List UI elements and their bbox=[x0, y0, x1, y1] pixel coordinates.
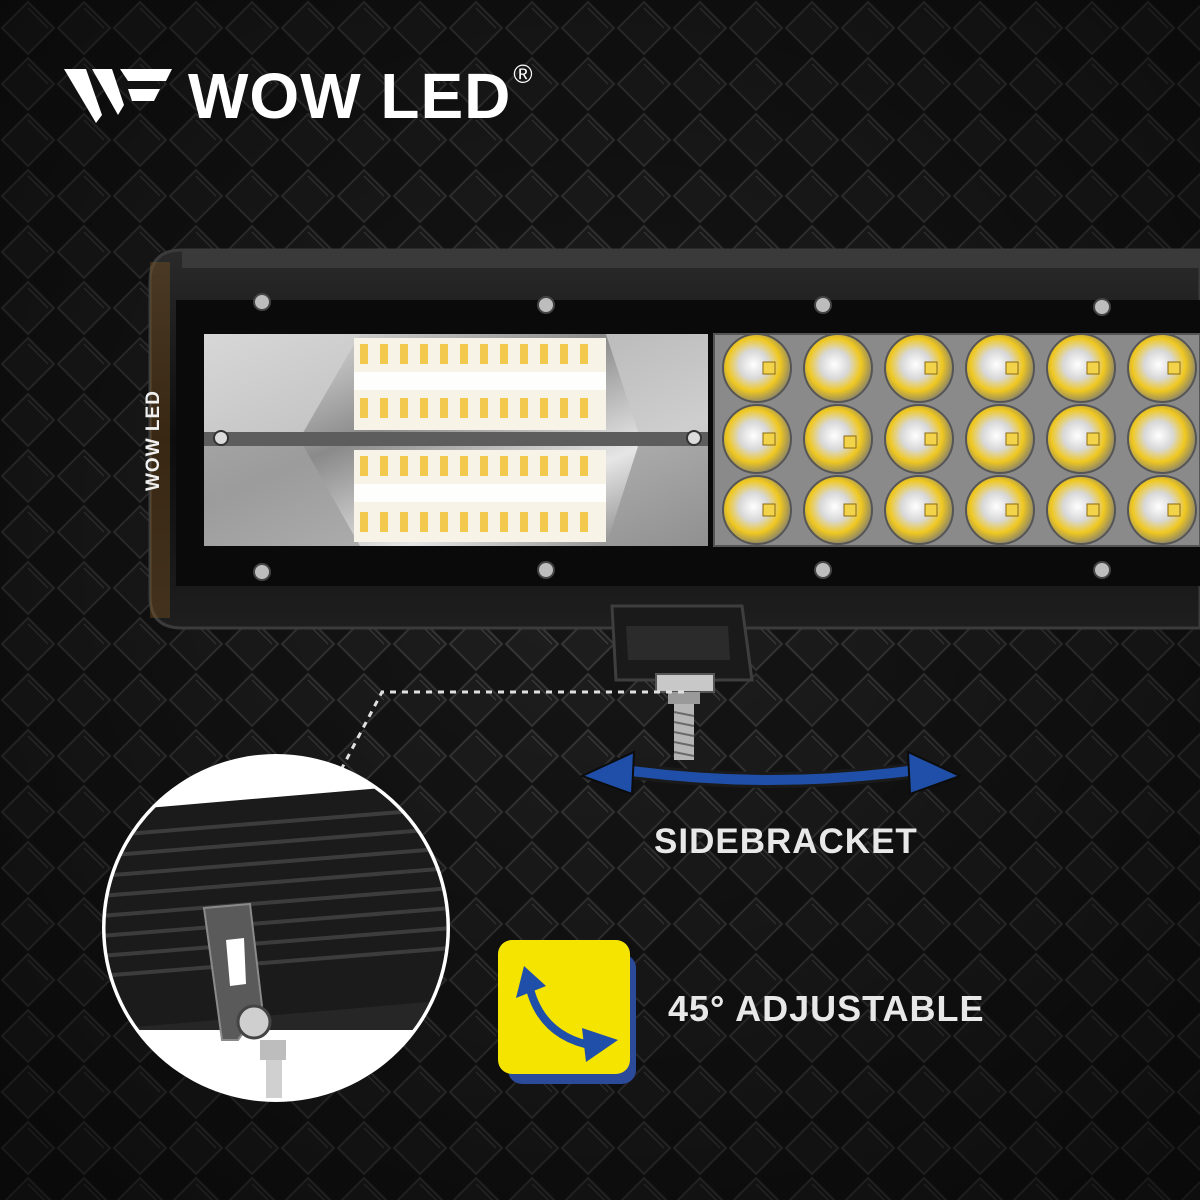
horizontal-double-arrow-icon bbox=[579, 750, 963, 796]
adjustable-badge bbox=[498, 940, 636, 1084]
reflector-cup-grid bbox=[713, 333, 1200, 547]
magnified-bracket-detail bbox=[102, 754, 450, 1102]
housing-screws bbox=[253, 293, 1111, 581]
curved-double-arrow-icon bbox=[516, 966, 618, 1062]
brand-logo: WOW LED ® bbox=[62, 59, 533, 132]
housing-side-logo: WOW LED bbox=[132, 360, 172, 510]
smd-led-strips bbox=[354, 338, 606, 542]
adjustable-label: 45° ADJUSTABLE bbox=[668, 988, 985, 1029]
housing-side-logo-text: WOW LED bbox=[143, 390, 164, 491]
registered-mark: ® bbox=[513, 58, 533, 89]
sidebracket-label: SIDEBRACKET bbox=[654, 822, 918, 861]
wf-chevron-logo-icon bbox=[64, 69, 172, 123]
brand-name: WOW LED bbox=[188, 60, 512, 132]
side-bracket bbox=[610, 604, 754, 760]
